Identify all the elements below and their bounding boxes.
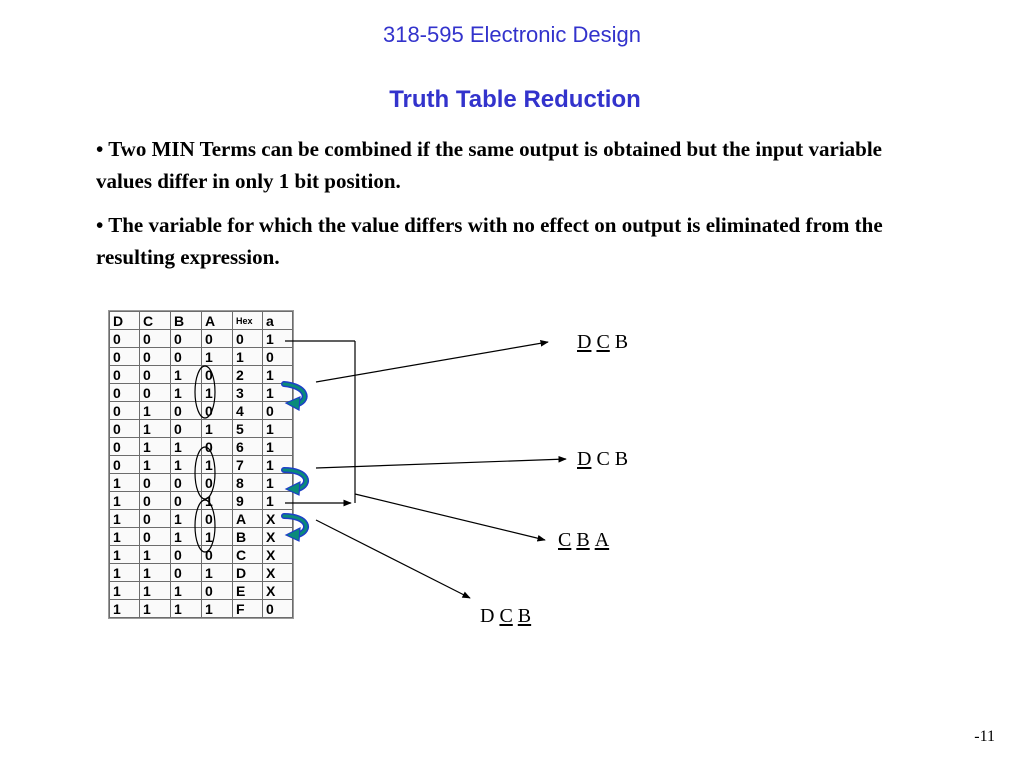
grouping-bracket [285, 340, 356, 507]
reduced-term-3: C B A [558, 529, 609, 552]
term-var: D [480, 605, 495, 627]
term-var: A [594, 529, 610, 551]
term-var: B [517, 605, 532, 627]
term-var: B [614, 331, 629, 353]
highlight-ellipse-3 [194, 499, 216, 553]
bullet-point-2: • The variable for which the value diffe… [96, 213, 883, 269]
highlight-ellipse-2 [194, 446, 216, 500]
table-cell: 1 [170, 599, 202, 618]
course-title: 318-595 Electronic Design [382, 22, 642, 47]
curved-arrow-icon-2 [281, 467, 309, 496]
term-var: C [499, 605, 513, 627]
term-var: B [614, 448, 629, 470]
reduced-term-1: D C B [577, 331, 628, 354]
term-var: C [558, 529, 572, 551]
reduced-term-2: D C B [577, 448, 628, 471]
page-number: -11 [974, 728, 995, 745]
curved-arrow-icon-1 [281, 381, 308, 411]
table-cell: 1 [262, 437, 293, 456]
reduced-term-4: D C B [480, 605, 531, 628]
term-var: D [577, 448, 592, 470]
arrow-to-term-3 [354, 493, 546, 542]
term-var: C [596, 331, 610, 353]
table-cell: 1 [201, 599, 233, 618]
curved-arrow-icon-3 [281, 513, 309, 542]
table-cell: 0 [262, 599, 293, 618]
term-var: B [576, 529, 590, 551]
arrow-to-term-4 [315, 519, 471, 599]
table-cell: X [262, 563, 293, 582]
arrow-to-term-2 [315, 455, 567, 469]
slide-title: Truth Table Reduction [389, 86, 641, 113]
bullet-point-1: • Two MIN Terms can be combined if the s… [96, 137, 882, 193]
term-var: D [577, 331, 592, 353]
arrow-to-term-1 [315, 339, 549, 383]
highlight-ellipse-1 [194, 365, 216, 419]
term-var: C [596, 448, 610, 470]
